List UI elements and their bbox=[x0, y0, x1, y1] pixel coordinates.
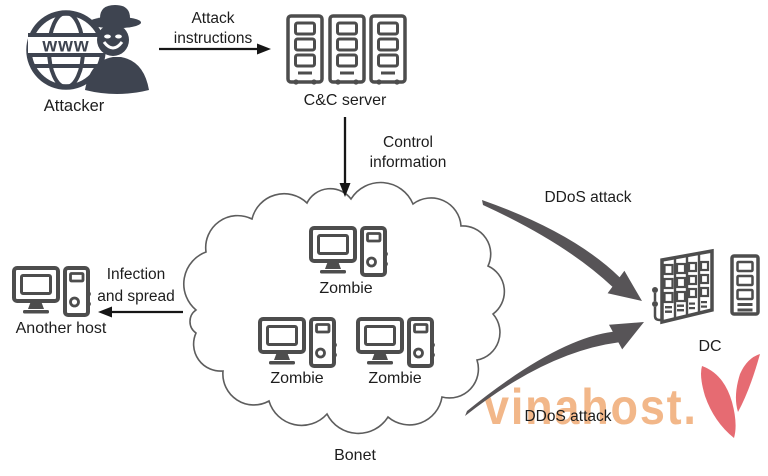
ddos-arrow-bottom bbox=[465, 322, 644, 416]
infection-arrow bbox=[98, 306, 183, 318]
ddos-attack-top-label: DDoS attack bbox=[544, 189, 632, 206]
ddos-attack-bottom-label: DDoS attack bbox=[524, 408, 612, 425]
data-center-icon bbox=[652, 248, 760, 325]
server-icon bbox=[328, 14, 366, 87]
hacker-figure bbox=[85, 5, 149, 94]
ddos-arrow-top bbox=[482, 200, 642, 301]
botnet-cloud-label: Bonet bbox=[334, 447, 376, 464]
cc-server-label: C&C server bbox=[303, 92, 387, 109]
zombie-label: Zombie bbox=[270, 370, 324, 387]
watermark-text: vinahost. bbox=[484, 379, 698, 435]
attacker-label: Attacker bbox=[43, 97, 105, 115]
v-checkmark-logo-icon bbox=[701, 354, 760, 438]
another-host-label: Another host bbox=[15, 320, 107, 337]
infection-spread-label: Infection and spread bbox=[97, 266, 175, 306]
dc-label: DC bbox=[698, 338, 722, 355]
control-information-label: Control information bbox=[369, 134, 447, 172]
globe-www-text: www bbox=[41, 36, 89, 57]
attack-instructions-label: Attack instructions bbox=[173, 10, 253, 48]
server-icon bbox=[369, 14, 407, 87]
server-icon bbox=[286, 14, 324, 87]
server-rack-icons bbox=[286, 14, 407, 87]
zombie-label: Zombie bbox=[319, 280, 373, 297]
globe-www-hacker-icon: www bbox=[26, 5, 149, 94]
zombie-label: Zombie bbox=[368, 370, 422, 387]
botnet-cloud-shape bbox=[183, 181, 506, 435]
attack-instructions-arrow bbox=[159, 43, 271, 55]
control-information-arrow bbox=[339, 117, 351, 197]
another-host-computer-icon bbox=[12, 266, 93, 317]
